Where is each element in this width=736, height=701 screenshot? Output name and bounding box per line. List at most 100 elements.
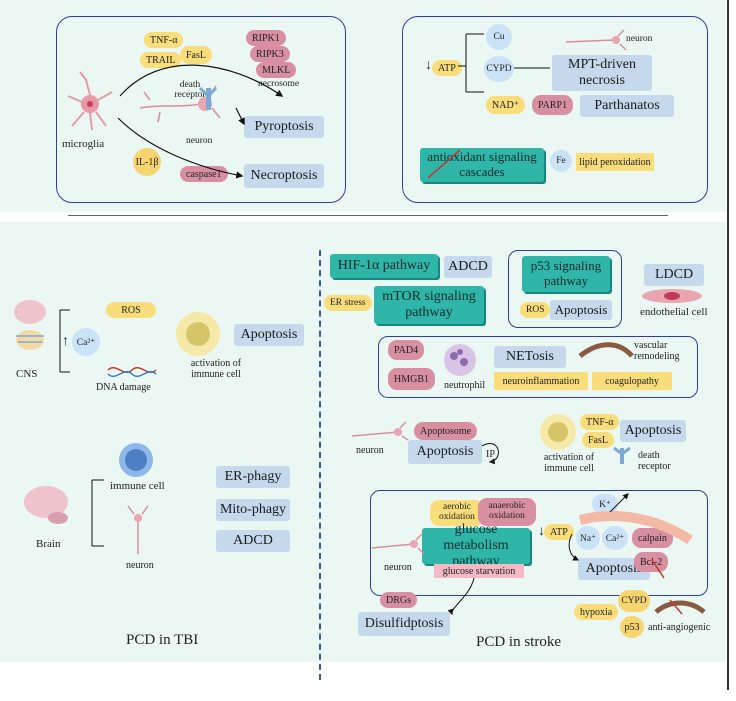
neuroinflammation-box: neuroinflammation (494, 372, 588, 390)
neutrophil-label: neutrophil (444, 380, 486, 391)
atp-bracket (458, 33, 484, 93)
immune-cell-label: immune cell (110, 480, 165, 492)
endothelial-cell-icon (642, 289, 702, 303)
stroke-title: PCD in stroke (476, 634, 562, 650)
bcl2-pill: Bcl-2 (634, 552, 669, 572)
nad-pill: NAD⁺ (486, 96, 525, 114)
glucose-starvation-box: glucose starvation (434, 564, 524, 578)
arrow-to-pyroptosis (235, 107, 245, 126)
apoptosis-box-mid: Apoptosis (408, 440, 482, 464)
tnf-pill-stroke: TNF-α (580, 414, 620, 430)
atp-down-arrow-stroke: ↓ (538, 524, 545, 539)
p53-panel (508, 250, 622, 328)
ripk1-pill: RIPK1 (246, 30, 286, 46)
apoptosis-box-bottom: Apoptosis (578, 558, 650, 580)
neuron-icon-tr (565, 29, 627, 51)
death-receptor-label: death receptor (174, 80, 206, 101)
section-divider (68, 215, 668, 216)
brain-bracket (91, 479, 104, 547)
brain-icon (24, 486, 68, 524)
anaerobic-pill: anaerobic oxidation (478, 498, 536, 526)
netosis-panel (378, 336, 698, 398)
na-circle: Na⁺ (576, 526, 600, 550)
cypd-circle: CYPD (484, 56, 514, 82)
coagulopathy-box: coagulopathy (592, 372, 672, 390)
neutrophil-icon (444, 344, 476, 376)
fe-circle: Fe (550, 150, 572, 172)
neuron-label-stroke1: neuron (356, 445, 384, 456)
calpain-pill: calpain (632, 528, 673, 548)
immune-cell-icon-stroke (540, 414, 576, 450)
tbi-title: PCD in TBI (126, 632, 199, 648)
mtor-pathway-box: mTOR signaling pathway (374, 286, 484, 324)
hif-pathway-box: HIF-1α pathway (330, 254, 438, 278)
dna-damage-label: DNA damage (96, 382, 151, 393)
mito-phagy-box: Mito-phagy (216, 499, 290, 521)
lipid-peroxidation-box: lipid peroxidation (576, 153, 654, 171)
ldcd-box: LDCD (644, 264, 704, 286)
ip-label: IP (486, 449, 495, 460)
endothelial-label: endothelial cell (640, 306, 708, 318)
glucose-panel (370, 490, 708, 596)
immune-cell-icon (176, 312, 220, 356)
p53-circle: p53 (620, 616, 644, 638)
to-disulfidptosis-arrow (447, 577, 475, 616)
neuron-label-tr: neuron (626, 34, 653, 44)
ros-pill-stroke: ROS (520, 302, 551, 318)
aerobic-pill: aerobic oxidation (430, 500, 484, 526)
antioxidant-box: antioxidant signaling cascades (420, 148, 544, 182)
apoptosis-box-tbi: Apoptosis (234, 324, 304, 346)
ros-pill: ROS (106, 302, 156, 318)
cypd-circle-stroke: CYPD (618, 590, 650, 612)
top-left-panel (56, 16, 346, 203)
membrane-icon (578, 511, 693, 545)
adcd-box-tbi: ADCD (216, 530, 290, 552)
brain-icon-cns (14, 300, 46, 350)
apoptosis-box-p53: Apoptosis (550, 300, 612, 320)
mlkl-pill: MLKL (256, 62, 297, 78)
netosis-box: NETosis (494, 346, 566, 368)
right-border (727, 0, 729, 690)
neuron-icon-stroke2 (371, 533, 425, 555)
fasl-pill-stroke: FasL (582, 432, 614, 448)
apoptosome-pill: Apoptosome (414, 422, 478, 440)
vascular-remodeling-label: vascular remodeling (634, 340, 680, 362)
brain-label: Brain (36, 538, 61, 550)
cu-circle: Cu (486, 24, 512, 50)
hmgb1-pill: HMGB1 (388, 368, 436, 390)
pad4-pill: PAD4 (388, 340, 425, 360)
microglia-label: microglia (62, 138, 105, 150)
vessel-icon (578, 342, 634, 358)
cns-bracket (59, 309, 70, 373)
antioxidant-strike (427, 149, 461, 179)
drgs-pill: DRGs (380, 592, 418, 608)
parthanatos-box: Parthanatos (580, 95, 674, 117)
activation-label: activation of immune cell (190, 358, 242, 380)
tbi-stroke-divider (319, 250, 321, 680)
atp-pill-stroke: ATP (544, 524, 574, 540)
er-stress-pill: ER stress (324, 295, 372, 311)
parp1-pill: PARP1 (532, 95, 574, 115)
trail-pill: TRAIL (140, 52, 182, 68)
er-phagy-box: ER-phagy (216, 466, 290, 488)
death-receptor-label-stroke: death receptor (638, 450, 671, 472)
neuron-label: neuron (186, 136, 213, 146)
anti-angiogenic-label: anti-angiogenic (648, 622, 711, 633)
ip-loop-arrow (481, 443, 499, 465)
tnf-alpha-pill: TNF-α (144, 32, 184, 48)
k-circle: K⁺ (592, 494, 618, 514)
necroptosis-box: Necroptosis (244, 164, 324, 188)
ion-arrow (568, 533, 580, 561)
death-receptor-icon-stroke (613, 446, 631, 464)
neuron-label-tbi: neuron (126, 560, 154, 571)
ca-up-arrow: ↑ (62, 334, 69, 349)
activation-label-stroke: activation of immune cell (543, 452, 595, 474)
immune-cell-icon-2 (119, 443, 153, 477)
top-right-panel (402, 16, 708, 203)
k-efflux-arrow (609, 493, 629, 513)
il1b-circle: IL-1β (133, 148, 161, 176)
ca-circle-stroke: Ca²⁺ (602, 526, 628, 550)
vessel-icon-2 (654, 600, 706, 614)
p53-pathway-box: p53 signaling pathway (522, 256, 610, 292)
